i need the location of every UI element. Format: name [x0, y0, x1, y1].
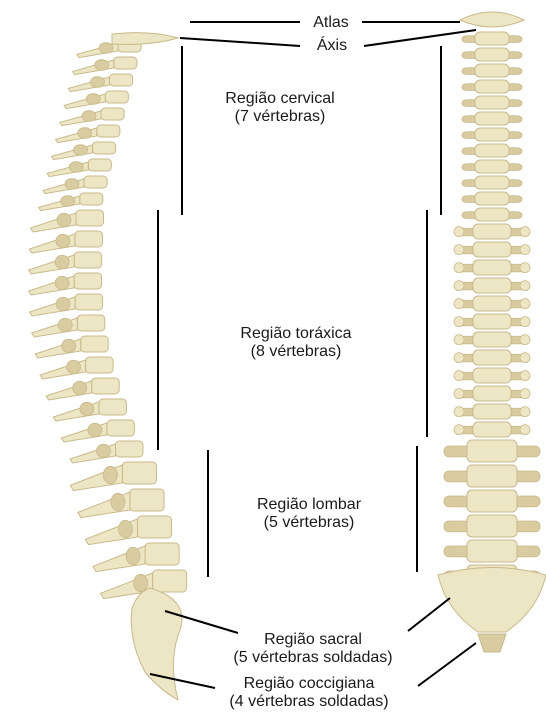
front-vertebra: [462, 112, 522, 125]
side-vertebra: [35, 336, 108, 358]
front-vertebra: [462, 192, 522, 205]
side-vertebra: [56, 125, 120, 143]
front-vertebra: [444, 540, 540, 562]
front-vertebra: [454, 224, 530, 239]
front-vertebra: [462, 80, 522, 93]
side-vertebra: [68, 74, 132, 92]
front-vertebra: [462, 48, 522, 61]
label-thoracic-name: Região toráxica: [210, 325, 382, 343]
front-vertebra: [454, 314, 530, 329]
front-vertebra: [454, 422, 530, 437]
sacral-line-right: [408, 598, 450, 631]
side-vertebra: [53, 399, 126, 421]
label-thoracic: Região toráxica (8 vértebras): [210, 325, 382, 361]
coccyx-line-right: [418, 643, 476, 686]
side-vertebra: [73, 57, 137, 75]
side-vertebra: [78, 489, 164, 518]
front-vertebra: [454, 350, 530, 365]
label-cervical-count: (7 vértebras): [196, 108, 364, 126]
side-vertebra: [43, 176, 107, 194]
label-sacral-name: Região sacral: [200, 631, 426, 649]
front-atlas: [460, 12, 524, 27]
label-sacral: Região sacral (5 vértebras soldadas): [200, 631, 426, 667]
front-vertebra: [454, 386, 530, 401]
side-vertebra: [70, 441, 143, 463]
side-vertebra: [31, 210, 104, 232]
side-vertebra: [85, 516, 171, 545]
side-vertebra: [40, 357, 113, 379]
front-vertebra: [454, 242, 530, 257]
front-vertebra: [444, 440, 540, 462]
side-vertebra: [61, 420, 134, 442]
side-vertebra: [51, 142, 115, 160]
side-sacrum: [131, 588, 182, 700]
front-vertebra: [462, 96, 522, 109]
front-vertebra: [444, 515, 540, 537]
side-vertebra: [29, 273, 102, 295]
label-atlas: Atlas: [300, 14, 362, 32]
label-cervical-name: Região cervical: [196, 90, 364, 108]
label-lumbar-count: (5 vértebras): [234, 514, 384, 532]
axis-line-right: [364, 30, 476, 46]
label-coccyx: Região coccigiana (4 vértebras soldadas): [196, 675, 422, 711]
axis-line-left: [180, 38, 300, 46]
front-coccyx: [478, 634, 506, 652]
front-vertebra: [454, 404, 530, 419]
front-vertebra: [462, 128, 522, 141]
side-vertebra: [32, 315, 105, 337]
front-vertebra: [454, 278, 530, 293]
side-vertebra: [70, 462, 156, 491]
front-vertebra: [462, 160, 522, 173]
label-coccyx-count: (4 vértebras soldadas): [196, 693, 422, 711]
front-vertebra: [462, 32, 522, 45]
front-vertebra: [454, 368, 530, 383]
front-vertebra: [444, 490, 540, 512]
front-vertebra: [462, 144, 522, 157]
front-vertebra: [462, 64, 522, 77]
front-sacrum: [438, 568, 546, 633]
label-cervical: Região cervical (7 vértebras): [196, 90, 364, 126]
side-vertebra: [64, 91, 128, 109]
spine-side-view: [29, 33, 187, 700]
side-vertebra: [29, 231, 102, 253]
side-vertebra: [47, 159, 111, 177]
side-vertebra: [93, 543, 179, 572]
label-atlas-text: Atlas: [300, 14, 362, 32]
side-vertebra: [46, 378, 119, 400]
label-thoracic-count: (8 vértebras): [210, 343, 382, 361]
side-vertebra: [29, 252, 102, 274]
side-vertebra: [39, 193, 103, 211]
side-atlas: [112, 33, 178, 45]
label-coccyx-name: Região coccigiana: [196, 675, 422, 693]
label-lumbar: Região lombar (5 vértebras): [234, 496, 384, 532]
side-vertebra: [60, 108, 124, 126]
label-sacral-count: (5 vértebras soldadas): [200, 649, 426, 667]
side-vertebra: [30, 294, 103, 316]
front-vertebra: [444, 465, 540, 487]
spine-front-view: [438, 12, 546, 652]
front-vertebra: [454, 260, 530, 275]
front-vertebra: [454, 332, 530, 347]
front-vertebra: [454, 296, 530, 311]
label-axis-text: Áxis: [300, 37, 364, 55]
label-axis: Áxis: [300, 37, 364, 55]
front-vertebra: [462, 208, 522, 221]
label-lumbar-name: Região lombar: [234, 496, 384, 514]
front-vertebra: [462, 176, 522, 189]
